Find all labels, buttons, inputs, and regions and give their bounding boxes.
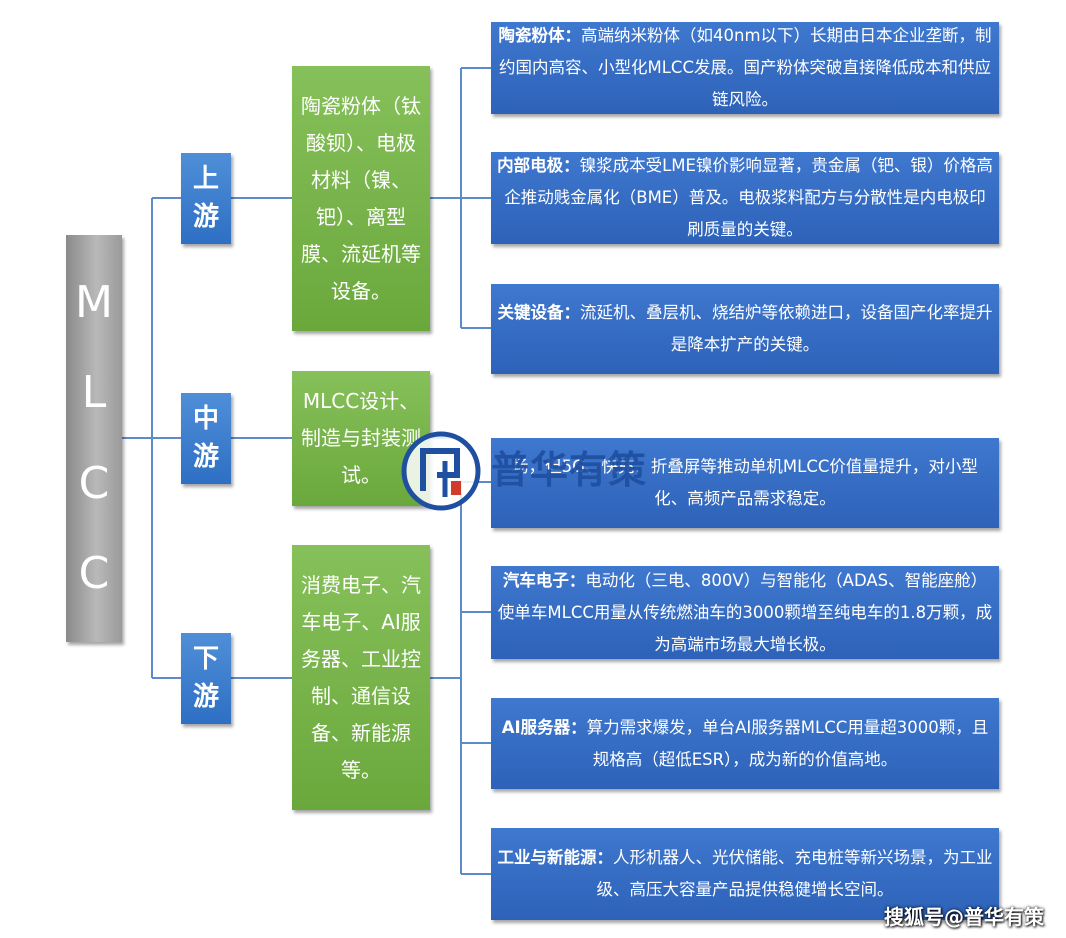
stage-midstream: 中 游 bbox=[181, 393, 231, 484]
stage-label: 游 bbox=[192, 441, 219, 472]
detail-automotive-electronics: 汽车电子：电动化（三电、800V）与智能化（ADAS、智能座舱）使单车MLCC用… bbox=[491, 566, 999, 659]
detail-text: 算力需求爆发，单台AI服务器MLCC用量超3000颗，且规格高（超低ESR），成… bbox=[586, 717, 989, 769]
root-letter: C bbox=[78, 457, 110, 509]
stage-label: 中 bbox=[192, 403, 219, 434]
detail-text: 高端纳米粉体（如40nm以下）长期由日本企业垄断，制约国内高容、小型化MLCC发… bbox=[499, 26, 992, 109]
downstream-items-box: 消费电子、汽车电子、AI服务器、工业控制、通信设备、新能源等。 bbox=[292, 545, 430, 810]
detail-internal-electrode: 内部电极：镍浆成本受LME镍价影响显著，贵金属（钯、银）价格高企推动贱金属化（B… bbox=[491, 152, 999, 244]
detail-text: 场，但5G、快充、折叠屏等推动单机MLCC价值量提升，对小型化、高频产品需求稳定… bbox=[512, 457, 978, 508]
detail-key-equipment: 关键设备：流延机、叠层机、烧结炉等依赖进口，设备国产化率提升是降本扩产的关键。 bbox=[491, 284, 999, 374]
detail-ai-server: AI服务器：算力需求爆发，单台AI服务器MLCC用量超3000颗，且规格高（超低… bbox=[491, 698, 999, 789]
downstream-items-text: 消费电子、汽车电子、AI服务器、工业控制、通信设备、新能源等。 bbox=[301, 572, 421, 782]
stage-downstream: 下 游 bbox=[181, 633, 231, 724]
detail-label: 内部电极： bbox=[497, 156, 580, 175]
upstream-items-box: 陶瓷粉体（钛酸钡）、电极材料（镍、钯）、离型膜、流延机等设备。 bbox=[292, 66, 430, 331]
logo-text: 普华有策 bbox=[491, 448, 648, 492]
upstream-items-text: 陶瓷粉体（钛酸钡）、电极材料（镍、钯）、离型膜、流延机等设备。 bbox=[301, 93, 421, 303]
stage-upstream: 上 游 bbox=[181, 153, 231, 244]
detail-label: 工业与新能源： bbox=[497, 848, 614, 867]
brand-logo: 普华有策 bbox=[401, 431, 691, 511]
mlcc-root-box: M L C C bbox=[66, 235, 122, 642]
root-letter: M bbox=[75, 277, 113, 329]
stage-label: 游 bbox=[192, 201, 219, 232]
stage-label: 游 bbox=[192, 681, 219, 712]
detail-ceramic-powder: 陶瓷粉体：高端纳米粉体（如40nm以下）长期由日本企业垄断，制约国内高容、小型化… bbox=[491, 22, 999, 114]
midstream-items-text: MLCC设计、制造与封装测试。 bbox=[301, 389, 421, 487]
stage-label: 下 bbox=[192, 643, 219, 674]
detail-consumer-electronics: 场，但5G、快充、折叠屏等推动单机MLCC价值量提升，对小型化、高频产品需求稳定… bbox=[491, 438, 999, 528]
stage-label: 上 bbox=[192, 163, 219, 194]
detail-text: 镍浆成本受LME镍价影响显著，贵金属（钯、银）价格高企推动贱金属化（BME）普及… bbox=[504, 156, 993, 239]
root-letter: L bbox=[81, 367, 107, 419]
detail-label: AI服务器： bbox=[501, 717, 587, 737]
source-watermark: 搜狐号@普华有策 bbox=[884, 905, 1044, 929]
detail-label: 陶瓷粉体： bbox=[498, 26, 581, 45]
detail-industrial-new-energy: 工业与新能源：人形机器人、光伏储能、充电桩等新兴场景，为工业级、高压大容量产品提… bbox=[491, 828, 999, 920]
logo-emblem-icon bbox=[401, 431, 481, 511]
root-letter: C bbox=[78, 547, 110, 599]
detail-text: 人形机器人、光伏储能、充电桩等新兴场景，为工业级、高压大容量产品提供稳健增长空间… bbox=[596, 848, 993, 899]
detail-label: 关键设备： bbox=[497, 303, 581, 322]
detail-text: 流延机、叠层机、烧结炉等依赖进口，设备国产化率提升是降本扩产的关键。 bbox=[580, 303, 993, 354]
detail-text: 电动化（三电、800V）与智能化（ADAS、智能座舱）使单车MLCC用量从传统燃… bbox=[497, 570, 993, 654]
detail-label: 汽车电子： bbox=[502, 570, 586, 590]
